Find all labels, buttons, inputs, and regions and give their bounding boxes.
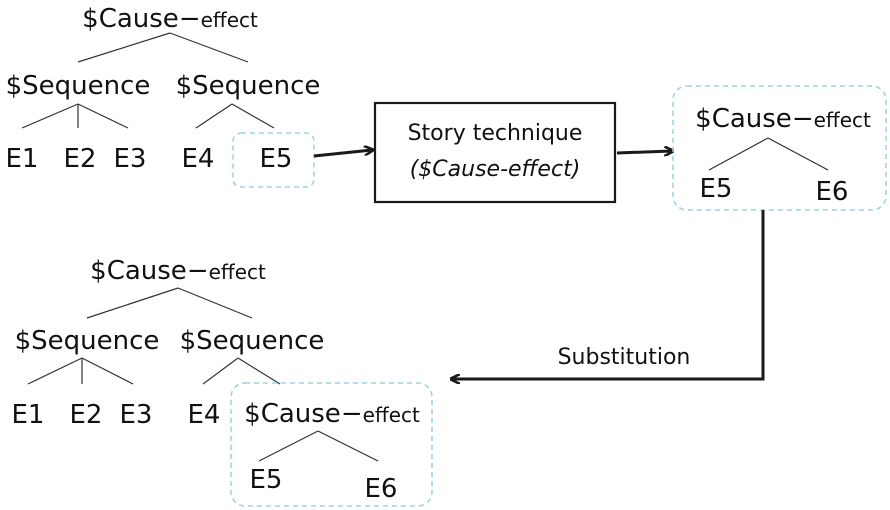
branch	[708, 137, 769, 171]
branch	[231, 103, 275, 129]
branch	[258, 430, 319, 462]
arrow-to-technique	[313, 150, 372, 158]
bottom-tree: $Cause−effect $Sequence $Sequence E1 E2 …	[12, 256, 433, 507]
bottom-tree-sequence-left: $Sequence	[15, 326, 160, 356]
branch	[81, 357, 134, 385]
substitution-label: Substitution	[558, 345, 691, 370]
substituted-leaf-e5: E5	[250, 465, 283, 495]
technique-subtitle: ($Cause-effect)	[410, 157, 581, 182]
top-tree: $Cause−effect $Sequence $Sequence E1 E2 …	[6, 4, 321, 188]
result-tree-root-label: $Cause−effect	[695, 104, 871, 134]
result-leaf-e6: E6	[816, 177, 849, 207]
branch	[86, 287, 179, 319]
branch	[317, 430, 379, 462]
top-leaf-e3: E3	[114, 144, 147, 174]
branch	[237, 357, 281, 385]
branch	[202, 357, 239, 385]
branch	[767, 137, 829, 171]
top-tree-root-label: $Cause−effect	[82, 4, 258, 34]
top-leaf-e2: E2	[64, 144, 97, 174]
result-leaf-e5: E5	[700, 174, 733, 204]
branch	[27, 357, 83, 385]
top-leaf-e1: E1	[6, 144, 39, 174]
substituted-subtree-box	[230, 382, 433, 507]
technique-box: Story technique ($Cause-effect)	[373, 101, 617, 204]
branch	[195, 103, 233, 129]
branch	[169, 32, 249, 63]
top-tree-sequence-right: $Sequence	[176, 71, 321, 101]
bottom-leaf-e4: E4	[188, 400, 221, 430]
bottom-tree-root-label: $Cause−effect	[90, 256, 266, 286]
bottom-tree-sequence-right: $Sequence	[180, 326, 325, 356]
bottom-leaf-e1: E1	[12, 400, 45, 430]
branch	[77, 103, 129, 129]
branch	[21, 103, 79, 129]
result-tree-box	[672, 85, 887, 211]
substituted-root-label: $Cause−effect	[244, 399, 420, 429]
arrow-to-result	[616, 151, 672, 153]
substitution-arrow	[452, 210, 765, 379]
branch	[77, 32, 171, 63]
bottom-leaf-e3: E3	[120, 400, 153, 430]
branch	[177, 287, 253, 319]
top-tree-sequence-left: $Sequence	[6, 71, 151, 101]
substituted-leaf-e6: E6	[365, 474, 398, 504]
bottom-leaf-e2: E2	[70, 400, 103, 430]
top-leaf-e5: E5	[260, 144, 293, 174]
technique-title: Story technique	[408, 121, 583, 146]
technique-box-border	[373, 101, 617, 204]
result-tree: $Cause−effect E5 E6	[672, 85, 887, 211]
top-leaf-e4: E4	[182, 144, 215, 174]
